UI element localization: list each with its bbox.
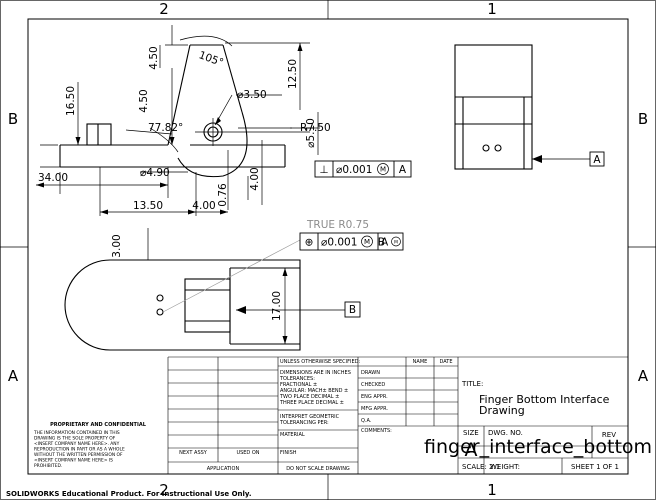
- dims-inches-label: DIMENSIONS ARE IN INCHES: [280, 370, 351, 376]
- qa-label: Q.A.: [361, 418, 372, 424]
- eng-appr-label: ENG APPR.: [361, 394, 388, 400]
- rev-label: REV: [602, 431, 616, 439]
- title-block: [167, 356, 628, 474]
- zone-label-left-a: A: [8, 367, 19, 385]
- dim-4-50-mid: 4.50: [138, 89, 150, 112]
- proprietary-line-5: WITHOUT THE WRITTEN PERMISSION OF: [34, 452, 123, 458]
- dim-12-50: 12.50: [287, 59, 299, 89]
- side-view: A: [454, 44, 605, 170]
- dwg-number: finger_interface_bottom: [424, 436, 652, 458]
- zone-label-top-1: 1: [487, 0, 497, 18]
- title-label: TITLE:: [461, 380, 483, 388]
- size-label: SIZE: [463, 429, 479, 437]
- dim-r7-50: R7.50: [300, 122, 331, 134]
- zone-label-right-a: A: [638, 367, 649, 385]
- dim-16-50: 16.50: [65, 86, 77, 116]
- finish-label: FINISH: [280, 450, 297, 456]
- dim-34-00: 34.00: [38, 172, 68, 184]
- proprietary-title: PROPRIETARY AND CONFIDENTIAL: [50, 422, 147, 428]
- do-not-scale-label: DO NOT SCALE DRAWING: [286, 466, 350, 472]
- datum-label-a: A: [593, 154, 601, 166]
- size-value: A: [465, 439, 478, 461]
- checked-label: CHECKED: [361, 382, 385, 388]
- tolerances-label: TOLERANCES:: [279, 376, 315, 382]
- zone-label-right-b: B: [638, 110, 648, 128]
- proprietary-line-6: <INSERT COMPANY NAME HERE> IS: [34, 458, 113, 464]
- fcf1-datum: A: [399, 164, 407, 176]
- scale-label: SCALE: 2:1: [462, 463, 500, 471]
- drawing-title-line-2: Drawing: [479, 404, 525, 417]
- used-on-label: USED ON: [236, 450, 259, 456]
- fcf2-datum2-modifier: M: [394, 240, 398, 246]
- footer-note: SOLIDWORKS Educational Product. For Inst…: [6, 490, 252, 498]
- date-header: DATE: [439, 359, 452, 365]
- weight-label: WEIGHT:: [490, 463, 520, 471]
- zone-label-top-2: 2: [159, 0, 169, 18]
- comments-label: COMMENTS:: [361, 428, 392, 434]
- proprietary-line-3: <INSERT COMPANY NAME HERE>. ANY: [34, 441, 120, 447]
- next-assy-label: NEXT ASSY: [179, 450, 208, 456]
- fcf1-modifier: M: [380, 166, 386, 174]
- two-place-label: TWO PLACE DECIMAL ±: [279, 394, 339, 400]
- dim-dia-4-90: ⌀4.90: [140, 167, 170, 179]
- dwg-no-label: DWG. NO.: [488, 429, 523, 437]
- material-label: MATERIAL: [280, 432, 305, 438]
- fcf2-tolerance: ⌀0.001: [321, 237, 357, 249]
- proprietary-line-2: DRAWING IS THE SOLE PROPERTY OF: [34, 436, 116, 442]
- fcf2-modifier: M: [364, 238, 370, 246]
- fcf2-symbol: ⊕: [305, 237, 314, 249]
- dim-4-50-top: 4.50: [148, 46, 160, 69]
- application-label: APPLICATION: [207, 466, 240, 472]
- proprietary-line-1: THE INFORMATION CONTAINED IN THIS: [33, 430, 120, 436]
- angular-label: ANGULAR: MACH± BEND ±: [280, 388, 348, 394]
- fcf-perpendicularity: ⊥ ⌀0.001 M A: [314, 160, 412, 178]
- drawing-title-line-1: Finger Bottom Interface: [479, 393, 610, 406]
- dim-17-00: 17.00: [271, 291, 283, 321]
- dim-77-82-deg: 77.82°: [148, 122, 183, 134]
- three-place-label: THREE PLACE DECIMAL ±: [279, 400, 344, 406]
- interpret-label: INTERPRET GEOMETRIC: [280, 414, 340, 420]
- top-view: B: [64, 228, 361, 351]
- fcf-position: ⊕ ⌀0.001 M A B M: [299, 232, 404, 251]
- dim-dia-5-10: ⌀5.10: [305, 118, 317, 148]
- true-radius-note: TRUE R0.75: [306, 219, 369, 231]
- dim-0-76: 0.76: [217, 183, 229, 207]
- dim-13-50: 13.50: [133, 200, 163, 212]
- fcf2-datum1: A: [381, 237, 389, 249]
- name-header: NAME: [413, 359, 428, 365]
- zone-label-bottom-2: 2: [159, 481, 169, 499]
- zone-label-bottom-1: 1: [487, 481, 497, 499]
- datum-label-b: B: [349, 304, 356, 316]
- dim-dia-3-50: ⌀3.50: [237, 89, 267, 101]
- front-view: [36, 25, 320, 216]
- fcf1-tolerance: ⌀0.001: [336, 164, 372, 176]
- unless-specified-label: UNLESS OTHERWISE SPECIFIED:: [280, 359, 360, 365]
- fractional-label: FRACTIONAL ±: [280, 382, 317, 388]
- dim-3-00: 3.00: [111, 234, 123, 257]
- fcf2-datum2: B: [378, 237, 385, 249]
- proprietary-line-7: PROHIBITED.: [34, 463, 62, 469]
- sheet-label: SHEET 1 OF 1: [571, 463, 619, 471]
- dim-4-00-bottom: 4.00: [192, 200, 215, 212]
- drawn-label: DRAWN: [361, 370, 380, 376]
- tolerancing-label: TOLERANCING PER:: [279, 420, 329, 426]
- dim-4-00-right: 4.00: [249, 167, 261, 190]
- zone-label-left-b: B: [8, 110, 18, 128]
- proprietary-line-4: REPRODUCTION IN PART OR AS A WHOLE: [34, 447, 125, 453]
- mfg-appr-label: MFG APPR.: [361, 406, 388, 412]
- fcf1-symbol: ⊥: [319, 164, 328, 176]
